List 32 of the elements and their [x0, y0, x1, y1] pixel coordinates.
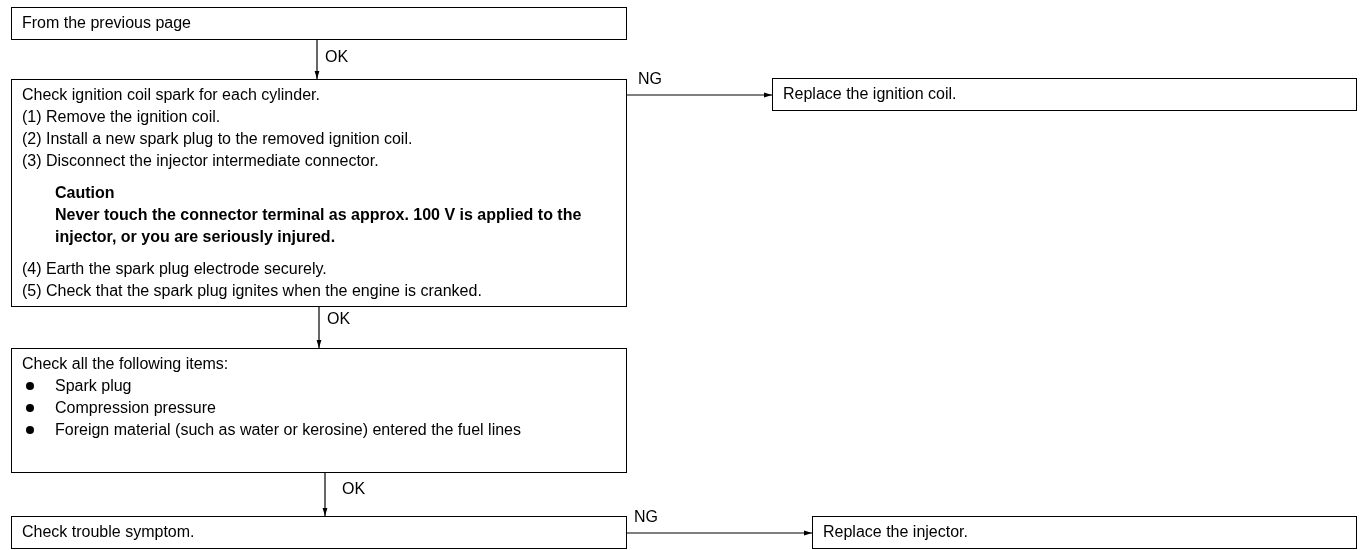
step-text: (1) Remove the ignition coil. — [22, 107, 222, 127]
list-item-text: Compression pressure — [55, 398, 217, 418]
box-text: Check all the following items: — [22, 354, 230, 374]
edge-label: OK — [325, 48, 349, 66]
list-item-text: Spark plug — [55, 376, 133, 396]
process-box — [772, 78, 1357, 111]
arrow — [322, 472, 328, 517]
process-box — [11, 79, 627, 307]
process-box — [11, 7, 627, 40]
process-box — [11, 516, 627, 549]
step-text: (2) Install a new spark plug to the removed ignition coil. — [22, 129, 414, 149]
box-text: Check ignition coil spark for each cylinder. — [22, 85, 321, 105]
arrow — [316, 306, 322, 349]
process-box — [812, 516, 1357, 549]
edge-label: OK — [327, 310, 351, 328]
arrow — [626, 530, 813, 536]
edge-label: NG — [634, 508, 658, 526]
arrow — [626, 92, 773, 98]
edge-label: OK — [342, 480, 366, 498]
caution-text: Never touch the connector terminal as approx. 100 V is applied to the injector, or you are seriously injured. — [54, 205, 583, 247]
box-text: From the previous page — [22, 13, 192, 33]
edge-label: NG — [638, 70, 662, 88]
arrow — [314, 39, 320, 80]
step-text: (3) Disconnect the injector intermediate connector. — [22, 151, 380, 171]
box-text: Check trouble symptom. — [22, 522, 196, 542]
process-box — [11, 348, 627, 473]
box-text: Replace the ignition coil. — [783, 84, 958, 104]
list-item-text: Foreign material (such as water or kerosine) entered the fuel lines — [55, 420, 522, 440]
step-text: (5) Check that the spark plug ignites when the engine is cranked. — [22, 281, 483, 301]
step-text: (4) Earth the spark plug electrode securely. — [22, 259, 328, 279]
caution-heading: Caution — [54, 183, 116, 203]
box-text: Replace the injector. — [823, 522, 969, 542]
